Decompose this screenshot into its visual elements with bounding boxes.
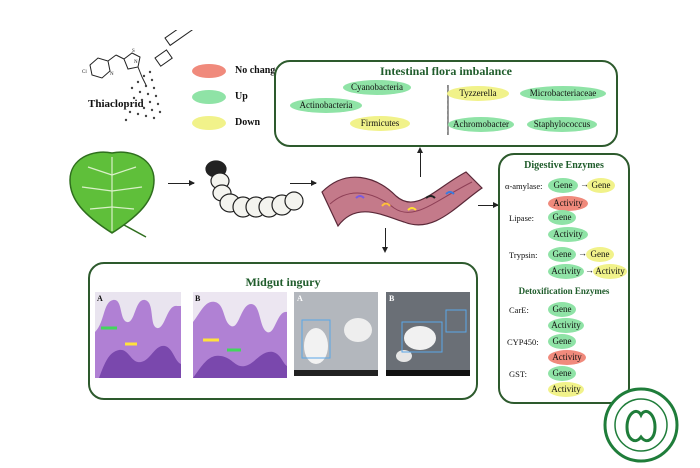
flora-item: Actinobacteria	[290, 98, 362, 113]
legend-up-swatch	[192, 90, 226, 104]
trypsin-label: Trypsin:	[509, 250, 538, 260]
midgut-title: Midgut ingury	[245, 275, 321, 289]
mulberry-leaf-icon	[69, 151, 155, 238]
detox-title: Detoxification Enzymes	[518, 286, 610, 296]
gene-pill: Gene	[548, 366, 576, 381]
flow-arrow-2	[290, 180, 317, 186]
to-flora-arrow	[417, 147, 423, 177]
arrow-icon: →	[585, 265, 594, 275]
histology-panel-a	[95, 292, 181, 378]
activity-pill: Activity	[548, 382, 584, 397]
flora-title: Intestinal flora imbalance	[380, 64, 512, 78]
institute-logo	[603, 387, 679, 463]
gene-pill: Gene	[587, 178, 615, 193]
flow-arrow-1	[168, 180, 195, 186]
activity-pill: Activity	[548, 227, 588, 242]
gene-pill: Gene	[548, 247, 576, 262]
gst-label: GST:	[509, 369, 527, 379]
activity-pill: Activity	[548, 196, 588, 211]
legend-no-change-label: No change	[235, 65, 280, 76]
flora-item: Microbacteriaceae	[520, 86, 606, 101]
tem-panel-a	[294, 292, 378, 376]
pesticide-name: Thiacloprid	[88, 98, 144, 110]
thiacloprid-structure-icon: Cl N N S	[82, 49, 147, 86]
legend-no-change-swatch	[192, 64, 226, 78]
gene-pill: Gene	[548, 178, 578, 193]
flora-divider	[447, 85, 449, 135]
arrow-icon: →	[578, 248, 587, 258]
sprayer-icon	[124, 30, 202, 122]
panel-a-letter: A	[297, 294, 303, 303]
flora-item: Tyzzerella	[447, 86, 509, 101]
legend-up-label: Up	[235, 91, 248, 102]
flora-item: Cyanobacteria	[343, 80, 411, 95]
tem-panel-b	[386, 292, 470, 376]
panel-b-letter: B	[389, 294, 395, 303]
legend-down-label: Down	[235, 117, 261, 128]
to-enzymes-arrow	[478, 202, 499, 208]
cyp450-label: CYP450:	[507, 337, 539, 347]
flora-item: Staphylococcus	[527, 117, 597, 132]
care-label: CarE:	[509, 305, 529, 315]
svg-text:S: S	[132, 49, 135, 54]
svg-text:Cl: Cl	[82, 70, 87, 75]
activity-pill: Activity	[548, 264, 584, 279]
lipase-label: Lipase:	[509, 213, 535, 223]
flora-item: Firmicutes	[350, 116, 410, 131]
digestive-title: Digestive Enzymes	[524, 160, 604, 171]
intestine-icon	[321, 171, 483, 228]
panel-b-letter: B	[195, 294, 201, 303]
legend-down-swatch	[192, 116, 226, 130]
alpha-amylase-label: α-amylase:	[505, 181, 543, 191]
gene-pill: Gene	[586, 247, 614, 262]
svg-text:N: N	[134, 60, 138, 65]
svg-text:N: N	[110, 72, 114, 77]
activity-pill: Activity	[593, 264, 627, 279]
gene-pill: Gene	[548, 210, 576, 225]
flora-item: Achromobacter	[448, 117, 514, 132]
gene-pill: Gene	[548, 302, 576, 317]
panel-a-letter: A	[97, 294, 103, 303]
silkworm-icon	[205, 160, 304, 218]
to-midgut-arrow	[382, 228, 388, 253]
activity-pill: Activity	[548, 318, 584, 333]
gene-pill: Gene	[548, 334, 576, 349]
activity-pill: Activity	[548, 350, 586, 365]
histology-panel-b	[193, 292, 287, 378]
arrow-icon: →	[580, 179, 589, 189]
